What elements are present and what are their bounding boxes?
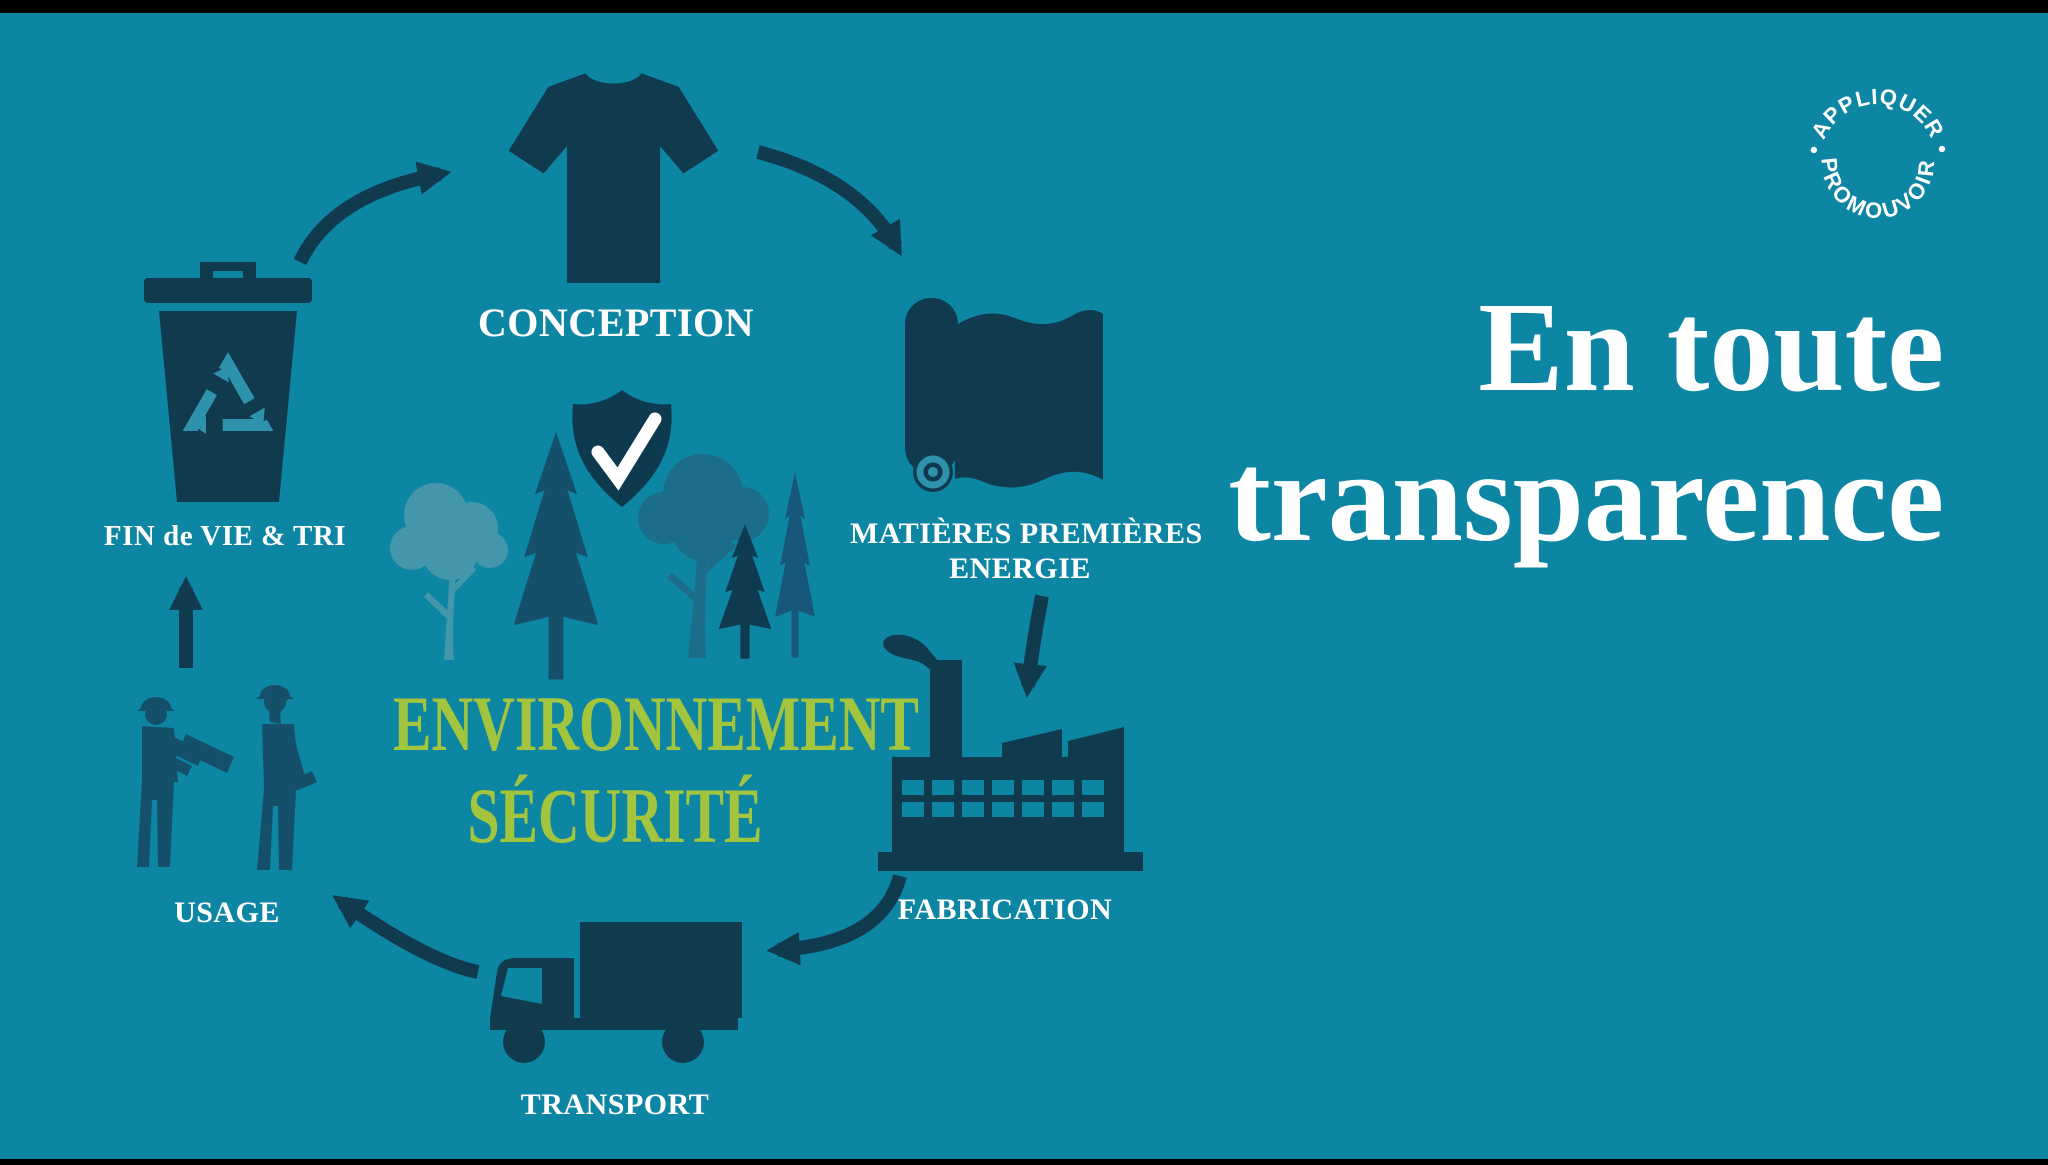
recycle-bin-icon	[144, 262, 312, 502]
stage-label-matieres-line2: ENERGIE	[949, 552, 1091, 585]
truck-window	[501, 968, 542, 1004]
stage-label-transport: TRANSPORT	[520, 1088, 710, 1121]
badge-top-text: • APPLIQUER •	[1801, 84, 1955, 157]
badge-bottom-text: PROMOUVOIR	[1816, 156, 1936, 223]
slide-title: En toute transparence	[1228, 272, 1944, 572]
shield-check-icon	[572, 390, 672, 507]
pale-tree	[390, 483, 508, 660]
trees-graphic	[390, 432, 815, 680]
security-line: SÉCURITÉ	[467, 772, 763, 859]
arrow-fin-to-conception	[293, 161, 452, 266]
stage-label-usage: USAGE	[174, 896, 280, 929]
factory-icon	[878, 634, 1143, 871]
arrow-conception-to-matieres	[756, 145, 903, 257]
svg-text:• APPLIQUER •: • APPLIQUER •	[1801, 84, 1956, 157]
svg-text:PROMOUVOIR: PROMOUVOIR	[1816, 156, 1939, 223]
leafy-tree	[638, 454, 769, 658]
fabric-roll-icon	[905, 298, 1103, 492]
letterbox-top	[0, 0, 2048, 13]
environment-security-heading: ENVIRONNEMENT SÉCURITÉ	[393, 678, 919, 862]
arrow-fabrication-to-transport	[766, 873, 907, 966]
workers-icon	[137, 685, 317, 870]
slide-title-line1: En toute	[1478, 276, 1944, 418]
recycle-symbol	[182, 351, 274, 434]
stage-label-matieres-line1: MATIÈRES PREMIÈRES	[850, 517, 1203, 550]
stage-label-conception: CONCEPTION	[477, 300, 755, 345]
truck-icon	[490, 922, 742, 1063]
arrow-matieres-to-fabrication	[1013, 594, 1049, 698]
circular-badge: • APPLIQUER • PROMOUVOIR	[1801, 84, 1956, 224]
stage-label-matieres: MATIÈRES PREMIÈRES ENERGIE	[850, 516, 1203, 586]
stage-label-fabrication: FABRICATION	[897, 893, 1113, 926]
factory-windows	[902, 780, 1104, 817]
letterbox-bottom	[0, 1159, 2048, 1165]
arrow-transport-to-usage	[332, 895, 480, 979]
check-mark	[591, 412, 662, 491]
t-shirt-icon	[508, 73, 719, 284]
stage-label-fin-de-vie: FIN de VIE & TRI	[103, 520, 347, 552]
slide-title-line2: transparence	[1228, 426, 1944, 568]
environment-line: ENVIRONNEMENT	[393, 680, 919, 767]
cycle-arrows	[169, 145, 1049, 979]
